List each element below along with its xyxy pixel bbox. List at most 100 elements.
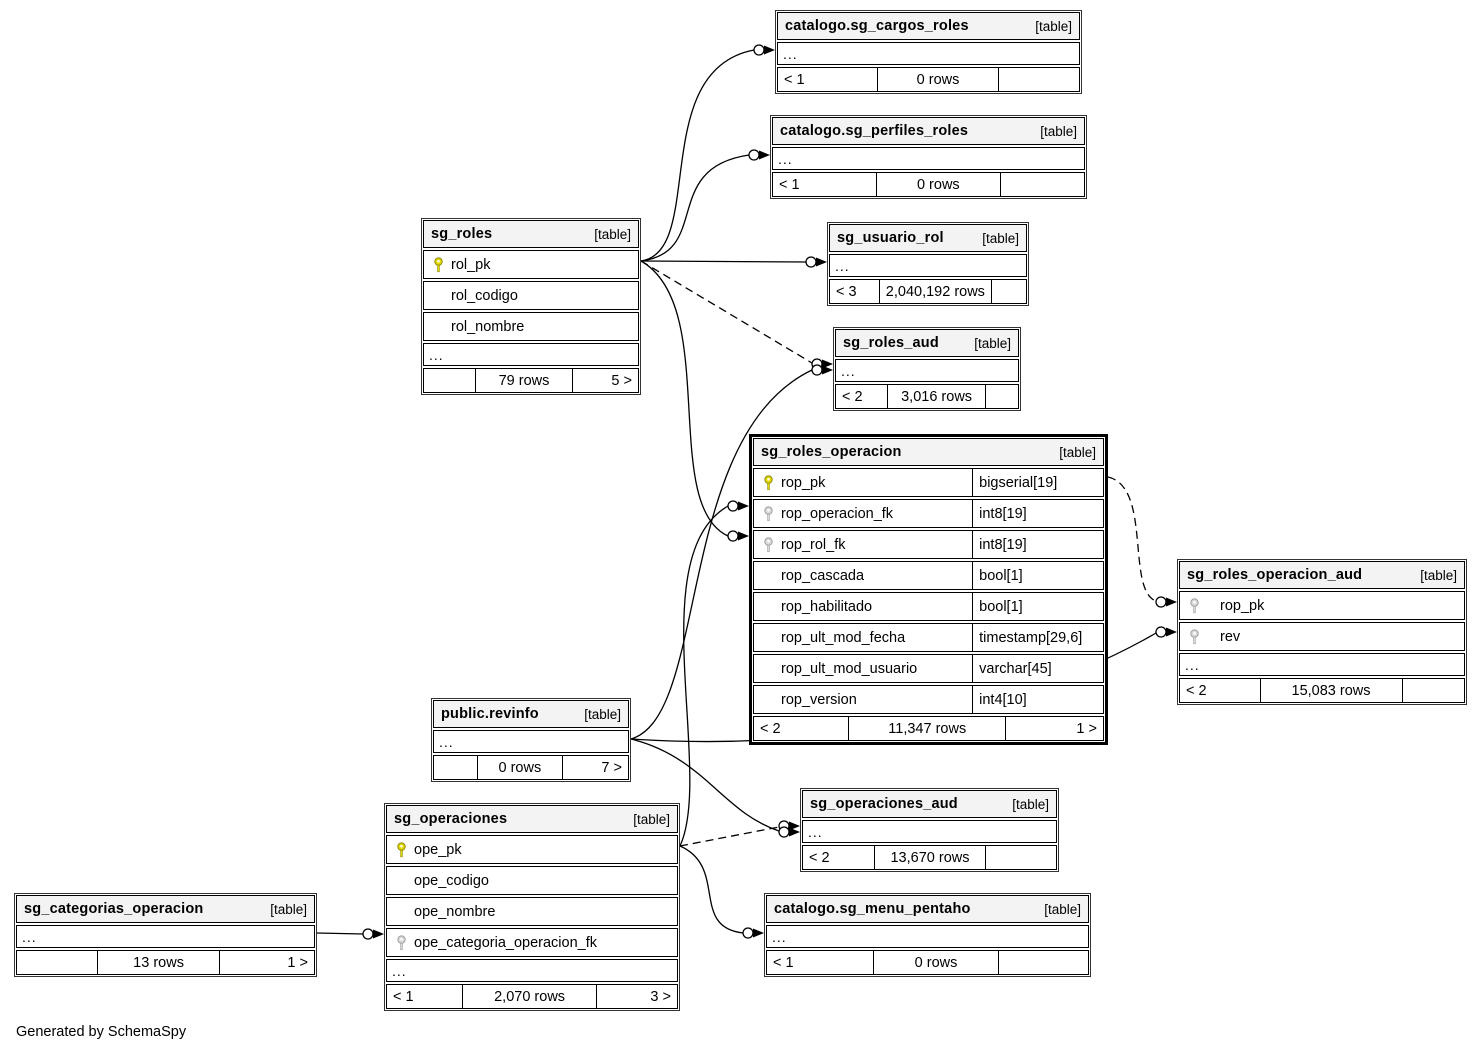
hidden-columns-row: ... xyxy=(772,147,1085,170)
arrowhead xyxy=(789,827,800,837)
table-type-tag: [table] xyxy=(1044,901,1081,917)
parent-count: < 1 xyxy=(779,176,800,193)
column-name-cell: rop_pk xyxy=(754,469,972,496)
table-type-tag: [table] xyxy=(584,706,621,722)
hidden-columns-row: ... xyxy=(423,343,639,366)
ellipsis-label: ... xyxy=(439,733,454,750)
column-row-ope_codigo: ope_codigo xyxy=(386,866,678,895)
column-name-cell: rop_version xyxy=(754,686,972,713)
table-type-tag: [table] xyxy=(974,335,1011,351)
row-count: 0 rows xyxy=(872,951,998,974)
arrowhead xyxy=(759,150,770,160)
column-name-cell: ope_pk xyxy=(387,836,677,863)
column-name: rol_pk xyxy=(451,256,491,273)
column-name: rop_version xyxy=(781,691,857,708)
column-row-ope_pk: ope_pk xyxy=(386,835,678,864)
hidden-columns-row: ... xyxy=(766,925,1089,948)
row-count: 0 rows xyxy=(476,756,562,779)
table-name: sg_categorias_operacion xyxy=(24,901,204,917)
zero-many-circle xyxy=(362,928,374,940)
table-name: catalogo.sg_perfiles_roles xyxy=(780,123,969,139)
table-header: catalogo.sg_cargos_roles[table] xyxy=(777,12,1080,40)
table-header: sg_categorias_operacion[table] xyxy=(16,895,315,923)
row-count: 3,016 rows xyxy=(886,385,985,408)
foreign-key-icon xyxy=(763,536,773,552)
hidden-columns-row: ... xyxy=(433,730,629,753)
row-count: 15,083 rows xyxy=(1259,679,1402,702)
arrowhead xyxy=(738,501,749,511)
column-name-cell: rol_nombre xyxy=(424,313,638,340)
zero-many-circle xyxy=(811,364,823,376)
table-type-tag: [table] xyxy=(1059,444,1096,460)
parent-count: < 1 xyxy=(773,954,794,971)
parent-count xyxy=(424,369,475,392)
ellipsis-label: ... xyxy=(429,346,444,363)
arrowhead xyxy=(753,928,764,938)
column-name-cell: rop_pk xyxy=(1180,592,1464,619)
column-name-cell: ope_nombre xyxy=(387,898,677,925)
column-row-rol_pk: rol_pk xyxy=(423,250,639,279)
hidden-columns-row: ... xyxy=(16,925,315,948)
ellipsis-label: ... xyxy=(783,45,798,62)
column-type: varchar[45] xyxy=(972,655,1103,682)
ellipsis-label: ... xyxy=(392,962,407,979)
child-count xyxy=(1401,679,1464,702)
relationship-sg_roles-rol_pk-to-sg_roles_operacion-rop_rol_fk xyxy=(640,260,749,542)
row-count: 11,347 rows xyxy=(848,717,1005,740)
table-type-tag: [table] xyxy=(982,230,1019,246)
table-type-tag: [table] xyxy=(633,811,670,827)
parent-count: < 2 xyxy=(842,388,863,405)
zero-many-circle xyxy=(805,256,817,268)
table-catalogo-sg_menu_pentaho[interactable]: catalogo.sg_menu_pentaho[table]... < 1 0 r… xyxy=(764,893,1091,977)
table-header: catalogo.sg_menu_pentaho[table] xyxy=(766,895,1089,923)
column-name-cell: rev xyxy=(1180,623,1464,650)
hidden-columns-row: ... xyxy=(829,254,1027,277)
table-name: public.revinfo xyxy=(441,706,539,722)
column-type: bool[1] xyxy=(972,593,1103,620)
primary-key-icon xyxy=(396,841,406,857)
foreign-key-icon xyxy=(1189,628,1199,644)
child-count xyxy=(1000,173,1084,196)
table-sg_categorias_operacion[interactable]: sg_categorias_operacion[table]...13 rows… xyxy=(14,893,317,977)
foreign-key-icon xyxy=(763,505,773,521)
ellipsis-label: ... xyxy=(1185,656,1200,673)
table-header: sg_roles_operacion_aud[table] xyxy=(1179,561,1465,589)
relationship-sg_roles-rol_pk-to-catalogo-sg_perfiles_roles xyxy=(640,149,770,262)
hidden-columns-row: ... xyxy=(386,959,678,982)
column-name-cell: rol_pk xyxy=(424,251,638,278)
column-name-cell: rop_habilitado xyxy=(754,593,972,620)
column-name-cell: rop_ult_mod_fecha xyxy=(754,624,972,651)
column-name-cell: rol_codigo xyxy=(424,282,638,309)
primary-key-icon xyxy=(763,474,773,490)
arrowhead xyxy=(1166,627,1177,637)
zero-many-circle xyxy=(1155,596,1167,608)
primary-key-icon xyxy=(433,256,443,272)
column-name-cell: rop_ult_mod_usuario xyxy=(754,655,972,682)
parent-count xyxy=(434,756,477,779)
column-name: rev xyxy=(1220,628,1241,645)
column-name: ope_pk xyxy=(414,841,462,858)
column-name-cell: ope_categoria_operacion_fk xyxy=(387,929,677,956)
column-name: rop_pk xyxy=(1220,597,1265,614)
relationship-sg_operaciones-ope_pk-to-sg_roles_operacion-rop_operacion_fk xyxy=(679,500,749,847)
